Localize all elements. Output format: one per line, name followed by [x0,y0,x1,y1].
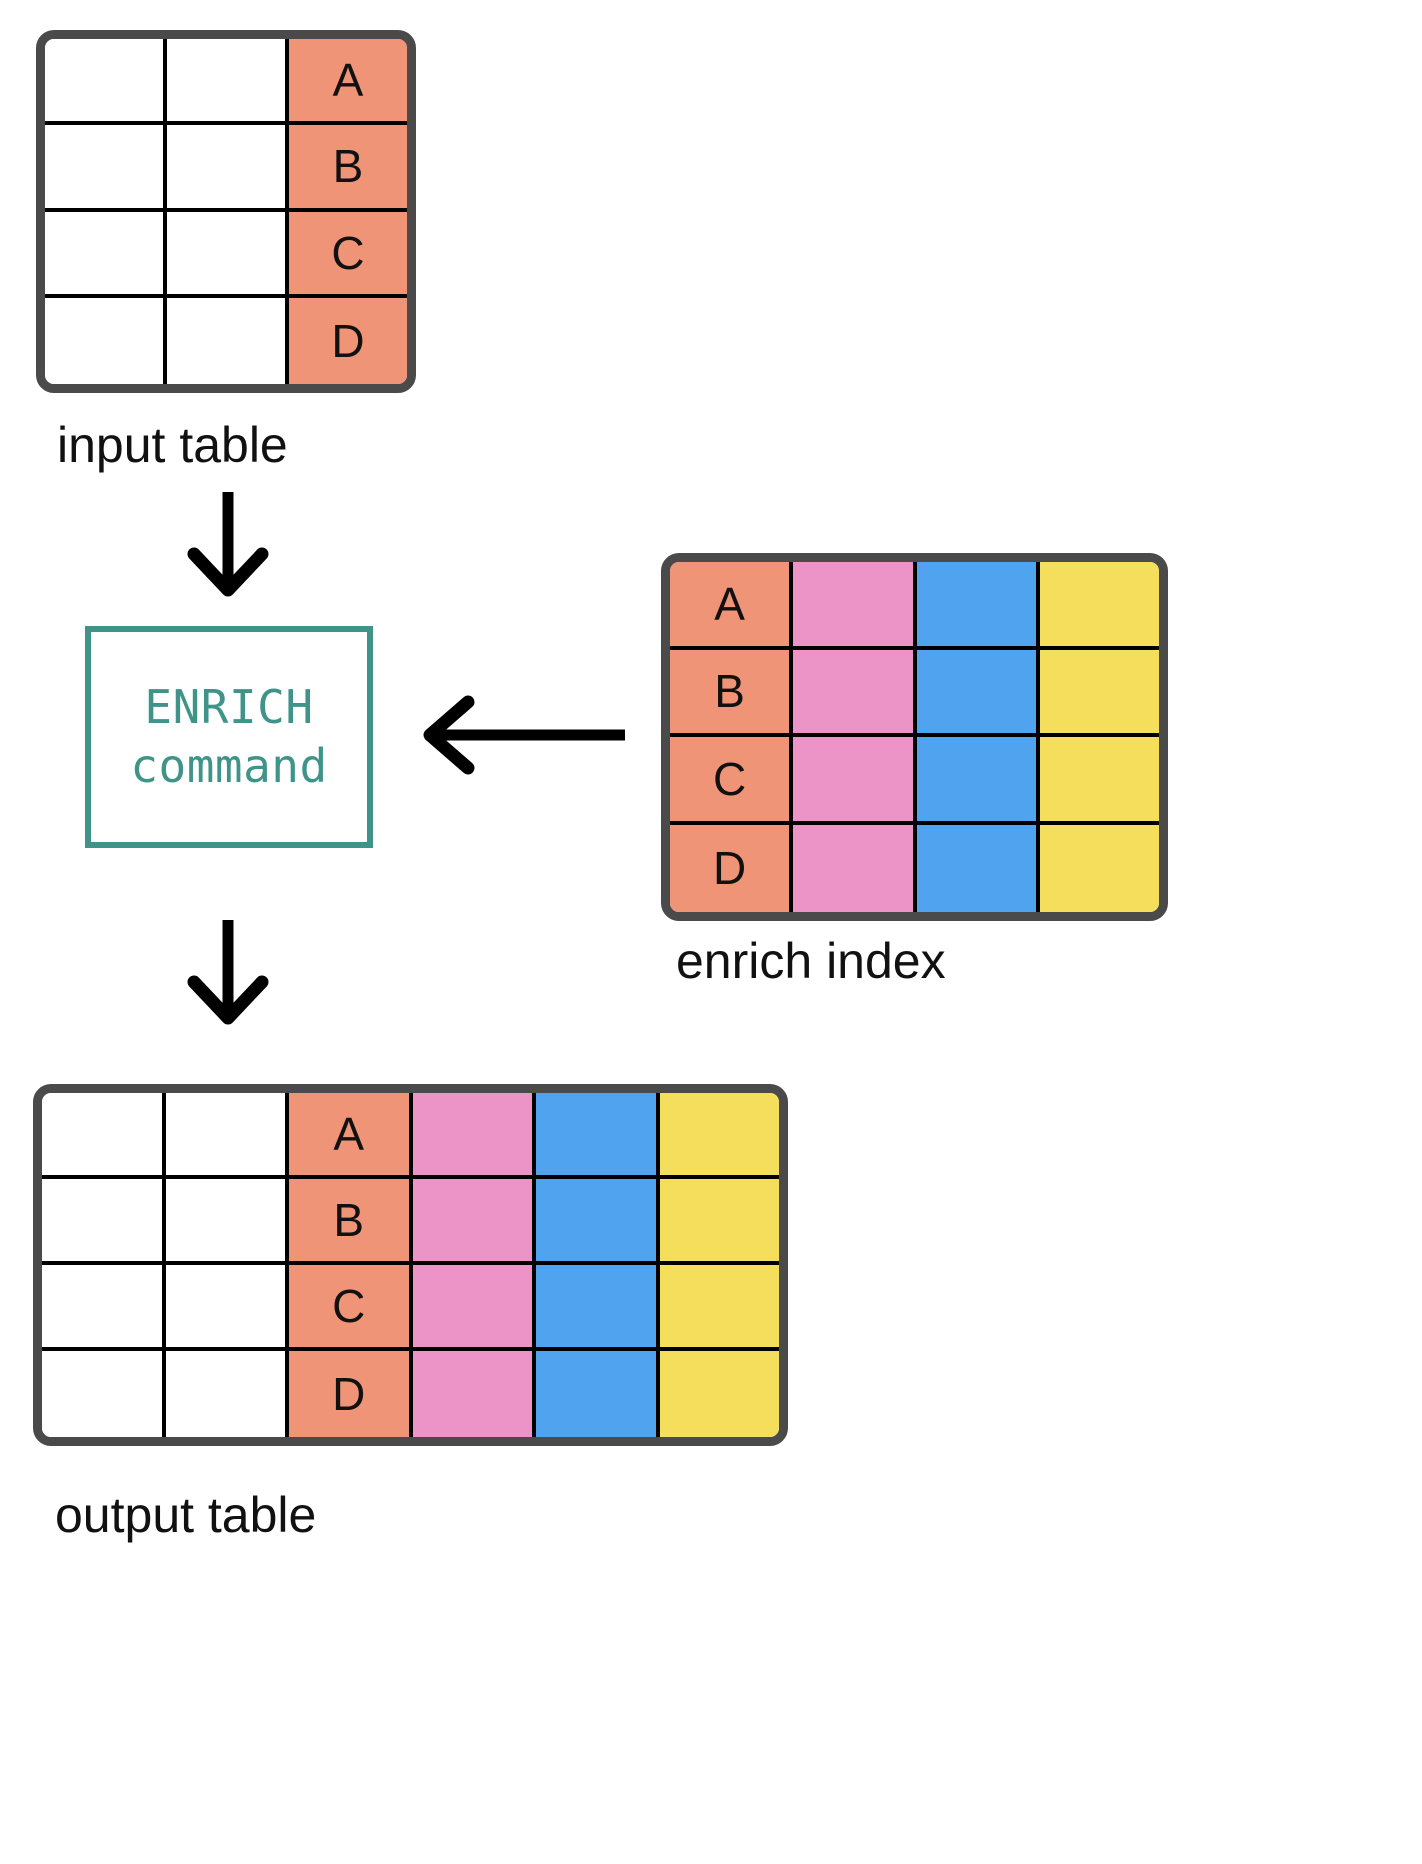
table-row: A [42,1093,779,1179]
input-cell-r4c2 [167,297,289,384]
table-row: C [670,737,1159,825]
output-cell-r3c3: C [289,1265,413,1351]
output-cell-r2c5 [536,1179,660,1265]
arrow-command-to-output-icon [168,918,288,1033]
enrich-cell-r3c3 [916,737,1040,825]
enrich-cell-r3c4 [1039,737,1159,825]
enrich-command-line-1: ENRICH [144,680,314,735]
enrich-cell-r4c1: D [670,824,794,912]
arrow-enrich-index-to-command-icon [420,690,630,785]
table-row: D [42,1351,779,1437]
table-row: D [670,824,1159,912]
output-cell-r4c3: D [289,1351,413,1437]
enrich-cell-r3c1: C [670,737,794,825]
enrich-cell-r2c1: B [670,649,794,737]
table-row: A [45,39,407,126]
input-cell-r4c1 [45,297,167,384]
table-row: D [45,297,407,384]
output-cell-r4c2 [165,1351,289,1437]
output-cell-r2c6 [659,1179,779,1265]
enrich-command-box[interactable]: ENRICH command [85,626,373,848]
enrich-cell-r4c4 [1039,824,1159,912]
table-row: B [45,125,407,212]
output-table-caption: output table [55,1487,317,1543]
output-cell-r3c2 [165,1265,289,1351]
output-cell-r4c4 [412,1351,536,1437]
output-cell-r3c1 [42,1265,166,1351]
input-cell-r3c1 [45,211,167,298]
input-cell-r2c1 [45,125,167,212]
enrich-index-table: A B C D [661,553,1168,921]
enrich-cell-r1c3 [916,562,1040,650]
enrich-cell-r4c3 [916,824,1040,912]
table-row: B [670,649,1159,737]
input-table: A B C D [36,30,416,393]
input-cell-r3c3: C [289,211,407,298]
table-row: B [42,1179,779,1265]
input-cell-r2c2 [167,125,289,212]
output-cell-r2c3: B [289,1179,413,1265]
input-cell-r1c2 [167,39,289,126]
enrich-cell-r1c4 [1039,562,1159,650]
input-cell-r1c1 [45,39,167,126]
table-row: C [45,211,407,298]
enrich-cell-r1c1: A [670,562,794,650]
enrich-cell-r2c4 [1039,649,1159,737]
table-row: C [42,1265,779,1351]
output-cell-r2c4 [412,1179,536,1265]
input-cell-r2c3: B [289,125,407,212]
output-cell-r1c5 [536,1093,660,1179]
output-cell-r1c6 [659,1093,779,1179]
output-cell-r3c5 [536,1265,660,1351]
input-table-caption: input table [57,417,288,473]
enrich-command-line-2: command [130,739,328,793]
enrich-cell-r3c2 [793,737,917,825]
enrich-cell-r2c2 [793,649,917,737]
output-cell-r4c6 [659,1351,779,1437]
output-cell-r1c4 [412,1093,536,1179]
enrich-cell-r1c2 [793,562,917,650]
output-cell-r1c1 [42,1093,166,1179]
arrow-input-to-command-icon [168,490,288,605]
enrich-index-caption: enrich index [676,933,946,989]
input-cell-r3c2 [167,211,289,298]
output-table: A B C D [33,1084,788,1446]
output-cell-r1c2 [165,1093,289,1179]
output-cell-r4c1 [42,1351,166,1437]
output-cell-r1c3: A [289,1093,413,1179]
output-cell-r2c1 [42,1179,166,1265]
enrich-cell-r4c2 [793,824,917,912]
output-cell-r3c6 [659,1265,779,1351]
table-row: A [670,562,1159,650]
input-cell-r4c3: D [289,297,407,384]
output-cell-r4c5 [536,1351,660,1437]
input-cell-r1c3: A [289,39,407,126]
output-cell-r3c4 [412,1265,536,1351]
output-cell-r2c2 [165,1179,289,1265]
enrich-cell-r2c3 [916,649,1040,737]
